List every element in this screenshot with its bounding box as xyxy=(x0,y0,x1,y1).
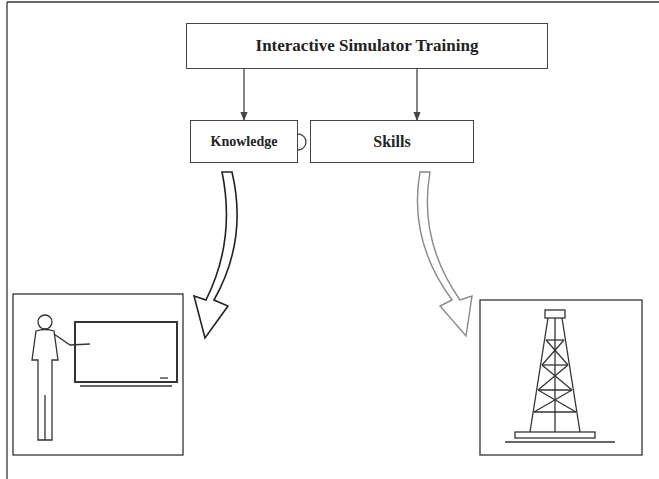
title-box: Interactive Simulator Training xyxy=(186,23,548,69)
derrick-frame xyxy=(480,300,642,455)
skills-box: Skills xyxy=(310,120,474,163)
frame-line xyxy=(7,1,659,2)
frame-line xyxy=(6,2,7,479)
knowledge-box: Knowledge xyxy=(190,120,298,163)
puzzle-knob xyxy=(298,134,306,150)
flow-arrow xyxy=(417,172,472,336)
flow-arrow xyxy=(194,172,237,338)
classroom-illustration xyxy=(32,315,177,440)
classroom-frame xyxy=(13,294,183,455)
node-label: Knowledge xyxy=(211,134,278,150)
node-label: Interactive Simulator Training xyxy=(256,36,479,56)
derrick-illustration xyxy=(505,310,615,442)
flow-connector xyxy=(416,69,417,120)
node-label: Skills xyxy=(373,133,410,151)
flow-connector xyxy=(243,69,244,120)
